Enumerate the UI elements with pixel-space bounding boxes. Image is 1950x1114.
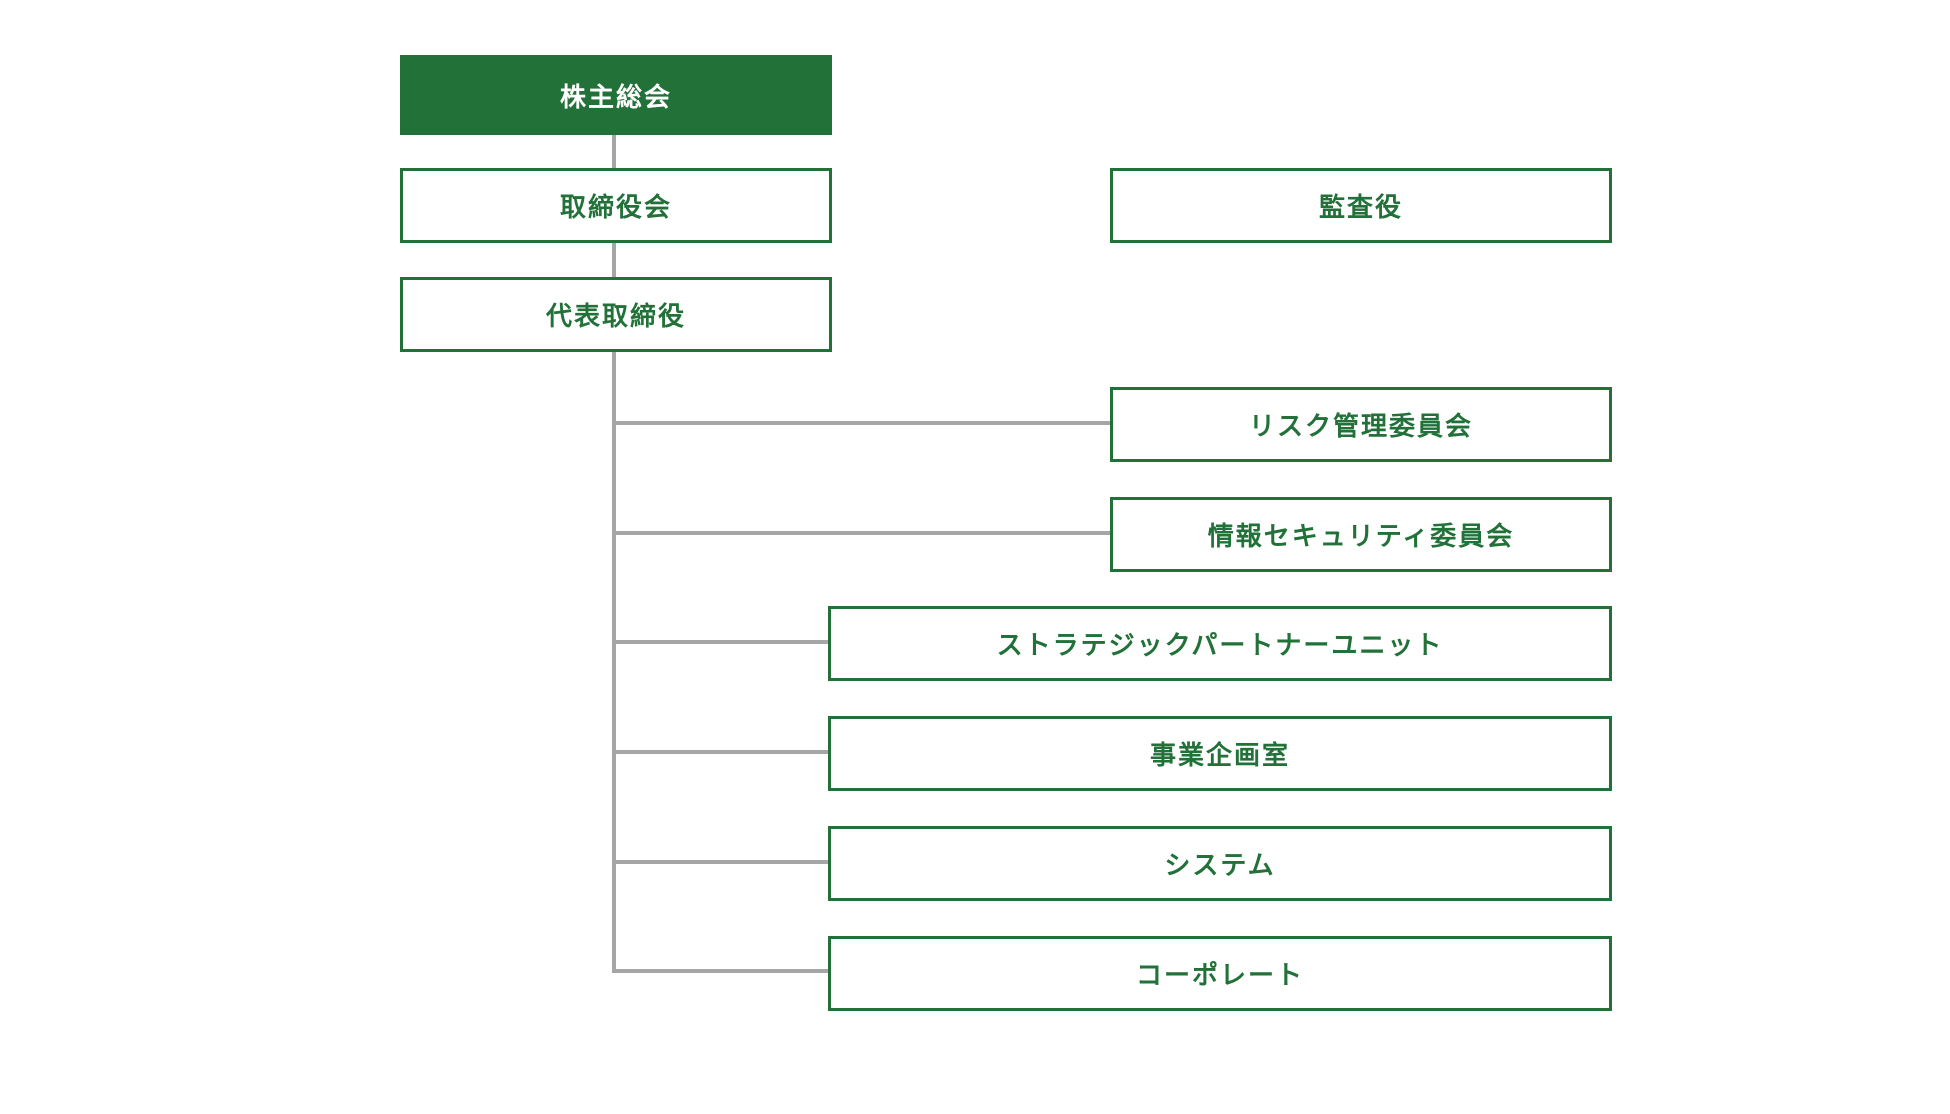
org-node-risk-management-committee: リスク管理委員会 <box>1110 387 1612 462</box>
org-node-label: 情報セキュリティ委員会 <box>1207 521 1515 551</box>
org-node-representative-director: 代表取締役 <box>400 277 832 352</box>
org-node-label: 監査役 <box>1318 192 1403 222</box>
org-node-label: 株主総会 <box>559 81 672 112</box>
org-node-corporate: コーポレート <box>828 936 1612 1011</box>
org-node-label: 取締役会 <box>559 192 672 222</box>
connector-branch-spu <box>612 640 828 644</box>
org-node-shareholders-meeting: 株主総会 <box>400 55 832 135</box>
org-node-label: リスク管理委員会 <box>1248 411 1473 441</box>
org-node-business-planning-office: 事業企画室 <box>828 716 1612 791</box>
org-node-label: システム <box>1164 850 1276 880</box>
connector-ceo-trunk <box>612 352 616 973</box>
org-node-label: 代表取締役 <box>545 301 686 331</box>
connector-board-ceo <box>612 243 616 277</box>
connector-branch-corporate <box>612 969 828 973</box>
org-node-label: ストラテジックパートナーユニット <box>996 630 1444 660</box>
org-node-infosec-committee: 情報セキュリティ委員会 <box>1110 497 1612 572</box>
connector-branch-infosec <box>612 531 1110 535</box>
connector-branch-risk <box>612 421 1110 425</box>
connector-branch-system <box>612 860 828 864</box>
org-node-board-of-directors: 取締役会 <box>400 168 832 243</box>
connector-branch-bizplan <box>612 750 828 754</box>
connector-shareholders-board <box>612 135 616 168</box>
org-node-label: 事業企画室 <box>1149 740 1290 770</box>
org-node-auditor: 監査役 <box>1110 168 1612 243</box>
org-node-label: コーポレート <box>1135 960 1304 990</box>
org-node-system: システム <box>828 826 1612 901</box>
org-node-strategic-partner-unit: ストラテジックパートナーユニット <box>828 606 1612 681</box>
